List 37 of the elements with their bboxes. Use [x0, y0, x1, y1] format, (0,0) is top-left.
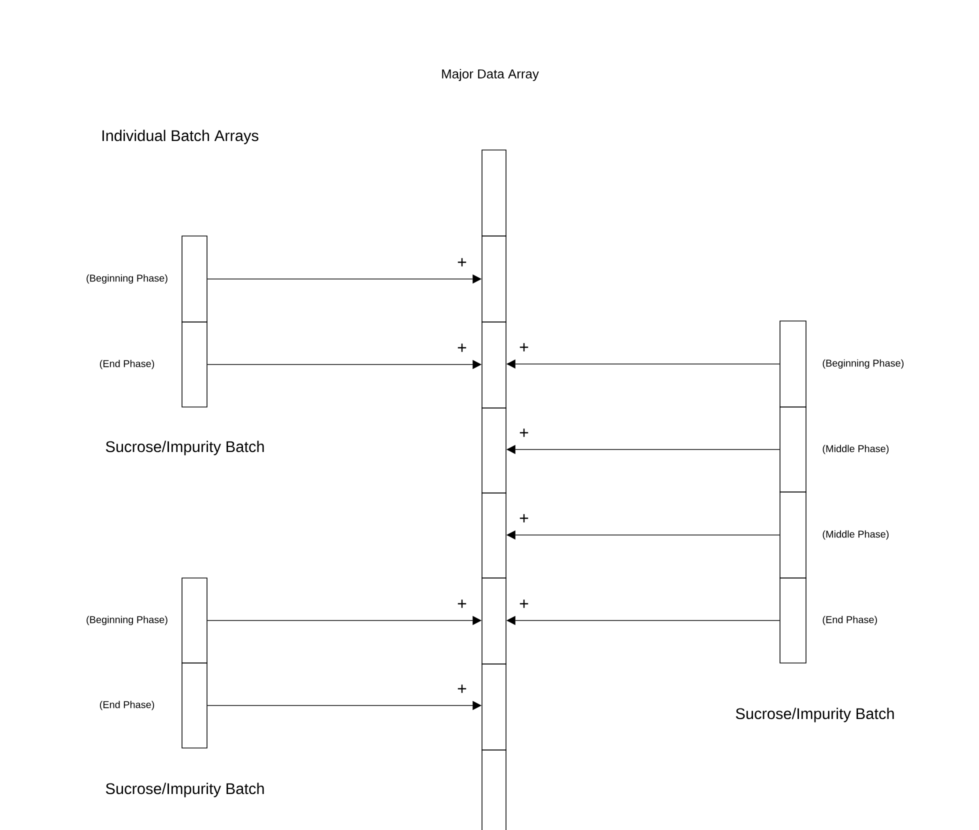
plus-sign: + — [456, 684, 468, 695]
caption-text: Major Data Array — [442, 68, 539, 82]
plus-sign: + — [518, 514, 530, 524]
array-cell — [780, 406, 806, 492]
plus-sign: + — [518, 599, 530, 610]
array-cell — [182, 236, 208, 322]
plus-sign: + — [456, 599, 468, 610]
plus-sign: + — [456, 343, 468, 354]
array-cell — [482, 322, 506, 408]
plus-sign: + — [518, 428, 530, 439]
array-cell — [482, 408, 506, 494]
array-cell — [482, 750, 506, 830]
caption-text: Sucrose/Impurity Batch — [106, 440, 264, 456]
phase-label: (End Phase) — [822, 616, 877, 626]
array-cell — [780, 492, 806, 578]
phase-label: (Middle Phase) — [822, 530, 889, 540]
array-cell — [780, 578, 806, 664]
phase-label: (Middle Phase) — [822, 444, 889, 454]
phase-label: (End Phase) — [100, 700, 154, 710]
caption-text: Sucrose/Impurity Batch — [106, 782, 264, 798]
phase-label: (Beginning Phase) — [86, 274, 168, 284]
array-cell — [482, 236, 506, 322]
array-cell — [780, 320, 806, 408]
phase-label: (Beginning Phase) — [822, 359, 904, 369]
array-cell — [482, 492, 506, 578]
plus-sign: + — [456, 258, 468, 268]
caption-text: Individual Batch Arrays — [102, 130, 258, 144]
phase-label: (Beginning Phase) — [86, 616, 168, 626]
array-cell — [482, 150, 506, 236]
phase-label: (End Phase) — [100, 360, 154, 370]
array-cell — [182, 578, 208, 664]
array-cell — [182, 662, 208, 748]
array-cell — [482, 664, 506, 750]
array-cell — [482, 578, 506, 664]
caption-text: Sucrose/Impurity Batch — [736, 708, 894, 722]
array-cell — [182, 322, 208, 408]
plus-sign: + — [518, 342, 530, 354]
